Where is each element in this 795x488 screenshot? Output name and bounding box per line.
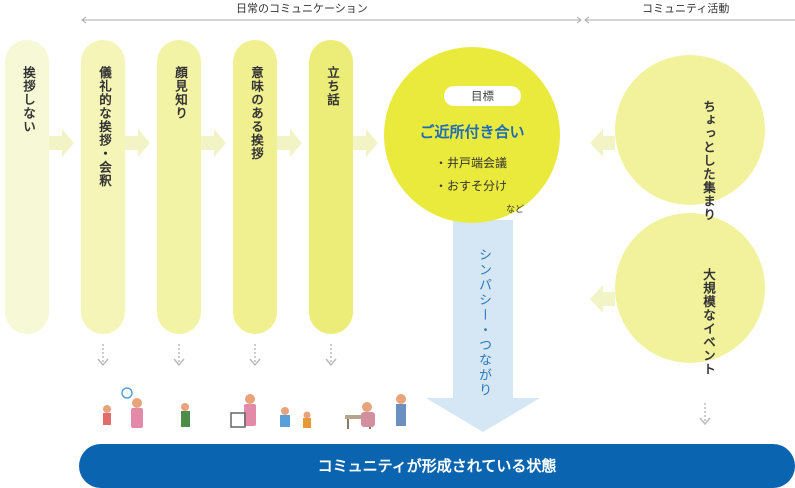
- stage-column-formal-greeting: [81, 40, 125, 334]
- right-arrow-icon: [353, 129, 378, 157]
- goal-circle: [384, 47, 560, 223]
- goal-item: ・井戸端会議: [435, 156, 508, 170]
- right-arrow-icon: [201, 129, 226, 157]
- people-illustration: [103, 387, 406, 429]
- community-state-banner: コミュニティが形成されている状態: [79, 444, 795, 488]
- stage-label: 意味のある挨拶: [249, 66, 264, 161]
- community-activity-header: コミュニティ活動: [636, 0, 736, 16]
- sympathy-down-arrow: [426, 220, 540, 432]
- activity-label: ちょっとした集まり: [701, 100, 716, 222]
- stage-column-meaningful-greeting: [233, 40, 277, 334]
- activity-circle-large-event: [615, 213, 765, 363]
- sympathy-label: シンパシー・つながり: [476, 248, 491, 398]
- stage-label: 顔見知り: [173, 66, 188, 120]
- activity-circle-small-gathering: [615, 55, 765, 205]
- right-arrow-icon: [277, 129, 302, 157]
- header-range-lines: [81, 16, 795, 24]
- activity-label: 大規模なイベント: [701, 268, 716, 376]
- stage-column-no-greeting: [5, 40, 49, 334]
- stage-label: 立ち話: [325, 66, 340, 107]
- right-arrow-icon: [49, 129, 74, 157]
- right-arrow-icon: [125, 129, 150, 157]
- goal-note: など: [506, 205, 525, 215]
- left-arrow-icon: [590, 129, 615, 157]
- stage-column-chat: [309, 40, 353, 334]
- stage-label: 挨拶しない: [21, 66, 36, 134]
- stage-column-acquaintance: [157, 40, 201, 334]
- stage-label: 儀礼的な挨拶・会釈: [97, 66, 112, 188]
- goal-title: ご近所付き合い: [419, 123, 525, 141]
- goal-item: ・おすそ分け: [435, 179, 508, 193]
- goal-badge: 目標: [444, 86, 521, 106]
- daily-communication-header: 日常のコミュニケーション: [230, 0, 374, 16]
- left-arrow-icon: [590, 285, 615, 313]
